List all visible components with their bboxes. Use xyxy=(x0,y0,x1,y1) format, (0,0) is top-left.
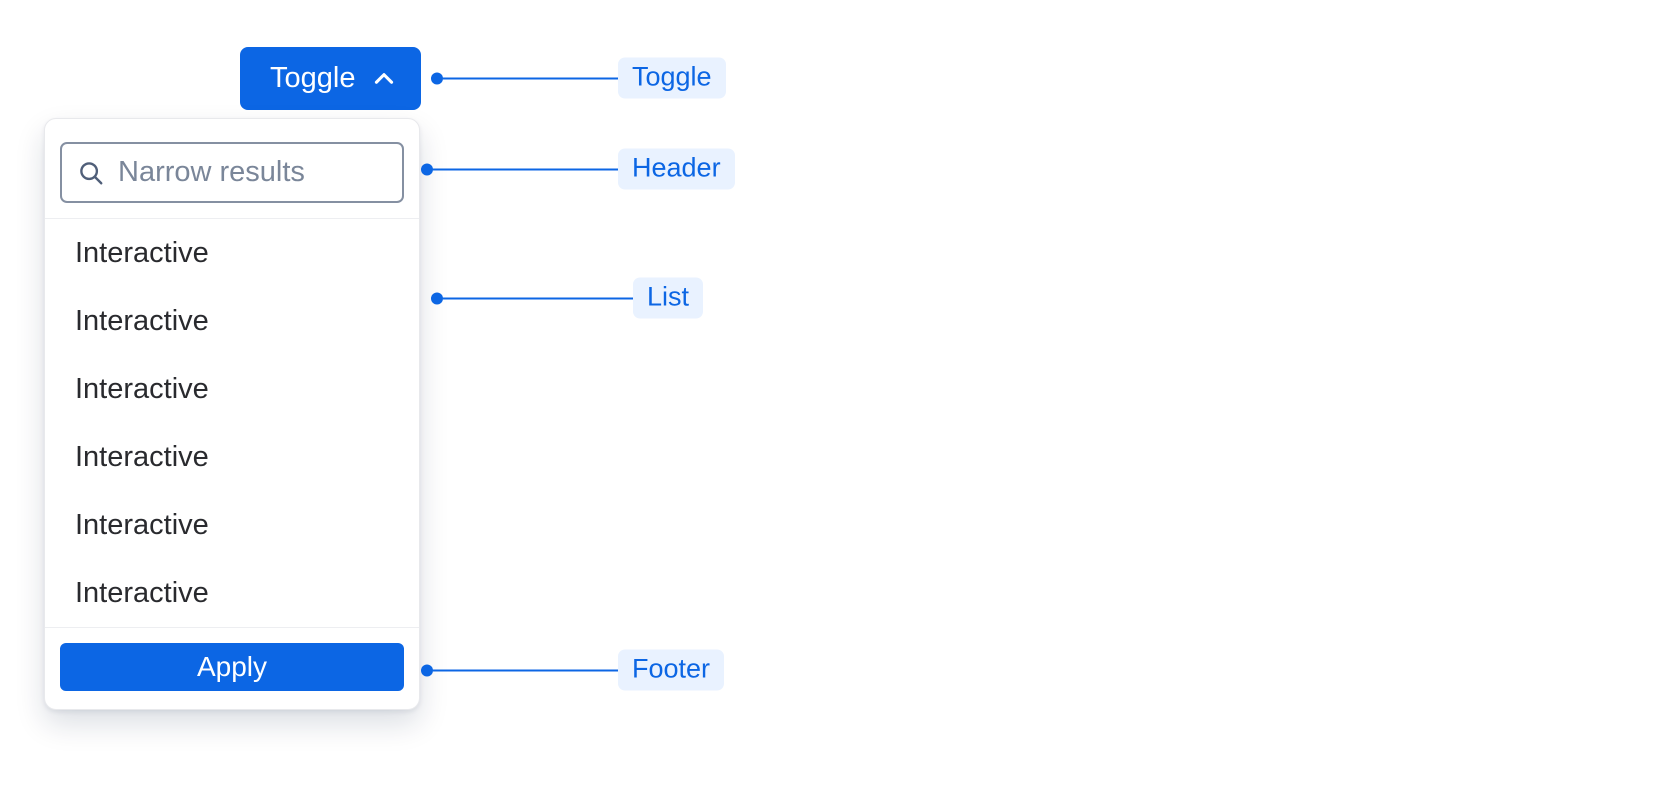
annotation-dot xyxy=(431,292,443,304)
apply-button[interactable]: Apply xyxy=(60,643,404,691)
list-item[interactable]: Interactive xyxy=(75,304,209,337)
annotation-connector-line xyxy=(433,168,618,170)
header-divider xyxy=(45,218,419,219)
toggle-button-label: Toggle xyxy=(270,62,356,94)
dropdown-list: Interactive Interactive Interactive Inte… xyxy=(45,219,419,627)
search-box[interactable] xyxy=(60,142,404,203)
search-input[interactable] xyxy=(118,156,388,189)
annotation-list: List xyxy=(431,277,704,319)
list-item[interactable]: Interactive xyxy=(75,576,209,609)
search-icon xyxy=(76,158,106,188)
dropdown-header xyxy=(45,119,419,218)
annotation-label: List xyxy=(633,277,704,319)
dropdown-footer: Apply xyxy=(45,628,419,691)
list-item[interactable]: Interactive xyxy=(75,372,209,405)
toggle-button[interactable]: Toggle xyxy=(240,47,422,110)
chevron-up-icon xyxy=(371,66,397,92)
annotation-label: Footer xyxy=(618,649,725,691)
annotation-connector-line xyxy=(433,669,618,671)
list-item[interactable]: Interactive xyxy=(75,508,209,541)
annotation-header: Header xyxy=(421,148,735,190)
annotation-dot xyxy=(421,664,433,676)
annotation-label: Header xyxy=(618,148,735,190)
annotation-label: Toggle xyxy=(618,57,726,99)
annotation-footer: Footer xyxy=(421,649,725,691)
annotation-dot xyxy=(421,163,433,175)
footer-divider xyxy=(45,627,419,628)
list-item[interactable]: Interactive xyxy=(75,440,209,473)
annotation-connector-line xyxy=(443,297,633,299)
list-item[interactable]: Interactive xyxy=(75,236,209,269)
annotation-dot xyxy=(431,72,443,84)
dropdown-panel: Interactive Interactive Interactive Inte… xyxy=(44,118,420,710)
annotation-connector-line xyxy=(443,77,618,79)
annotation-toggle: Toggle xyxy=(431,57,726,99)
